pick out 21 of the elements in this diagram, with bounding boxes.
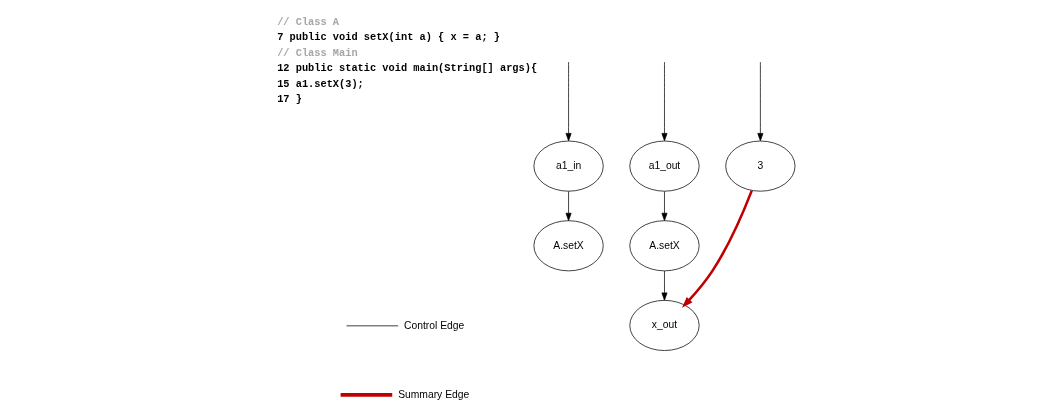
node-ellipse: A.setX [628, 220, 699, 272]
label: 12 public static void main(String[] args){ [276, 62, 537, 75]
label: 7 public void setX(int a) { x = a; } [276, 31, 500, 44]
arrow [661, 61, 667, 142]
arrow [661, 270, 667, 301]
arrow [661, 191, 667, 221]
node-ellipse: x_out [628, 300, 699, 351]
legend-label: Control Edge [403, 319, 464, 331]
label: // Class A [276, 15, 339, 28]
arrow [756, 61, 763, 142]
node-ellipse: a1_out [628, 140, 699, 192]
label: // Class Main [276, 46, 358, 59]
node-ellipse: A.setX [533, 220, 604, 272]
legend-label: Summary Edge [397, 388, 469, 400]
label: 15 a1.setX(3); [276, 77, 364, 90]
arrow [565, 61, 571, 142]
node-ellipse: 3 [724, 140, 795, 192]
arrow [681, 190, 753, 308]
node-ellipse: a1_in [533, 140, 604, 192]
label: 17 } [276, 93, 302, 106]
arrow [565, 191, 571, 221]
